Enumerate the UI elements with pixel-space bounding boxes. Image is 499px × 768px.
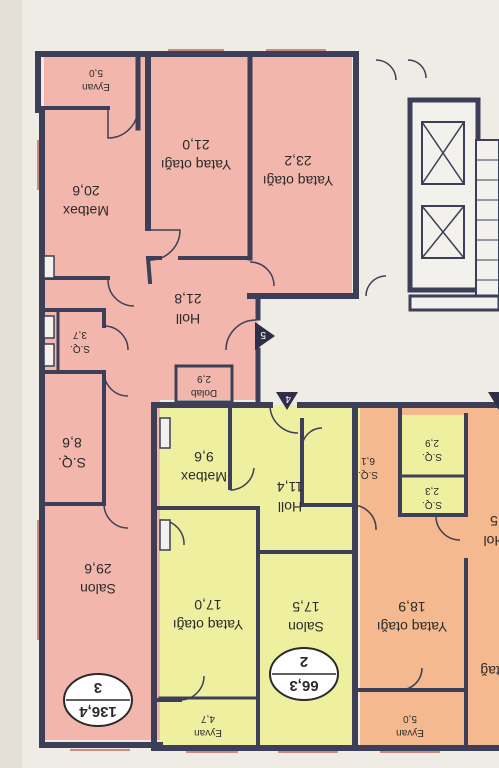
room-area: 20,6 [72, 183, 99, 199]
room-name: Hol [483, 533, 499, 549]
room-name: Yataq otağı [173, 617, 244, 633]
apartment-area: 66,3 [289, 677, 318, 694]
room-name: Yataq otağı [377, 619, 448, 635]
apartment-number: 2 [300, 653, 308, 670]
room-name: Mətbəx [181, 469, 227, 485]
door-swings [103, 59, 461, 701]
room-area: 4,7 [201, 713, 215, 724]
apartment-badge-2: 66,3 2 [269, 647, 339, 701]
room-name: S.Q. [70, 343, 90, 354]
binding-strip [0, 0, 22, 768]
room-name: Holl [278, 499, 302, 515]
room-area: 8,6 [62, 435, 82, 451]
windows [37, 49, 440, 753]
room-area: 5,0 [403, 713, 417, 724]
room-area: 2,3 [425, 485, 439, 496]
room-name: Mətbəx [63, 203, 109, 219]
room-labels: Eyvan 5,0 Mətbəx 20,6 Yataq otağı 21,0 Y… [58, 67, 499, 738]
room-name: Salon [80, 581, 116, 597]
room-area: 18,9 [398, 599, 425, 615]
room-area: 21,0 [182, 137, 209, 153]
entrance-marker-4: 4 [276, 392, 298, 410]
room-area: 9,6 [194, 449, 214, 465]
room-name: Eyvan [82, 81, 110, 92]
room-name: Eyvan [396, 727, 424, 738]
room-name: S.Q. [422, 451, 442, 462]
room-name: S.Q. [422, 499, 442, 510]
room-area: 17,0 [194, 597, 221, 613]
walls [35, 51, 499, 751]
room-area: 11,4 [277, 479, 303, 495]
entrance-marker-5: 5 [255, 322, 275, 350]
apartment-area: 136,4 [79, 703, 117, 720]
room-name: Yataq otağı [161, 157, 232, 173]
room-area: 5,0 [89, 67, 103, 78]
room-name: Dolab [191, 387, 218, 398]
room-name: Salon [288, 619, 324, 635]
svg-text:4: 4 [285, 393, 291, 404]
room-name: Yataq otağı [263, 173, 334, 189]
svg-text:5: 5 [260, 329, 266, 340]
entrance-marker-right [488, 392, 499, 410]
room-name: Holl [176, 311, 200, 327]
room-area: 21,8 [174, 291, 201, 307]
elevator-core [407, 97, 499, 312]
room-area: 17,5 [292, 599, 319, 615]
apartment-right-sq [400, 415, 466, 513]
room-area: 2,9 [425, 437, 439, 448]
apartment-badge-3: 136,4 3 [63, 673, 133, 727]
room-area: 2,9 [197, 373, 211, 384]
room-name: S.Q. [58, 455, 86, 471]
room-name: otağ [480, 663, 499, 679]
side-windows [43, 255, 171, 551]
room-area: 23,2 [284, 153, 311, 169]
room-area: 3,7 [73, 329, 87, 340]
apartment-3-fill [38, 56, 352, 740]
room-area: 29,6 [84, 561, 111, 577]
apartment-2-fill [160, 405, 396, 748]
room-name: S.Q. [358, 469, 378, 480]
room-name: Eyvan [194, 727, 222, 738]
room-area: 6,1 [361, 455, 375, 466]
room-area: 5 [490, 513, 498, 529]
apartment-number: 3 [94, 679, 102, 696]
